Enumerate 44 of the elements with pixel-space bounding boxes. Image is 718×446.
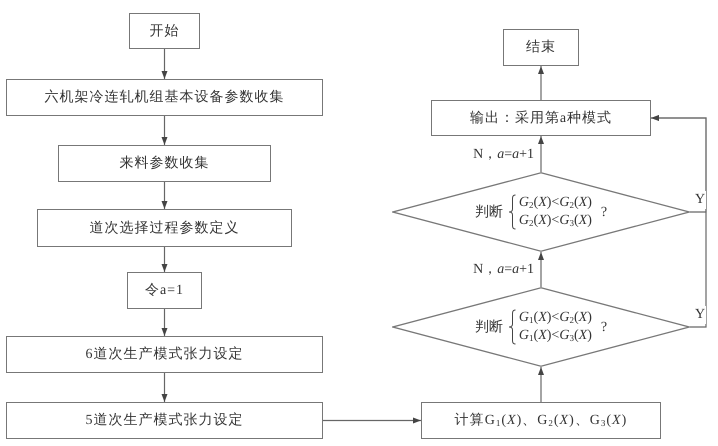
start-box (129, 13, 200, 49)
decision-label: 判断 (474, 318, 503, 336)
step-text: 六机架冷连轧机组基本设备参数收集 (44, 88, 284, 107)
step-text: 开始 (150, 22, 180, 40)
arrow (323, 418, 421, 424)
condition-formula: G$_{2}$(X)<G$_{2}$(X) (518, 194, 592, 212)
step-text: 6道次生产模式张力设定 (86, 345, 244, 364)
step-text: 输出：采用第a种模式 (470, 110, 612, 128)
condition-formula: G$_{2}$(X)<G$_{3}$(X) (518, 212, 592, 230)
decision-label: 判断 (474, 204, 503, 222)
arrow (538, 136, 544, 172)
arrow (162, 49, 168, 79)
condition-formula: G$_{1}$(X)<G$_{3}$(X) (518, 327, 592, 345)
arrow (162, 182, 168, 209)
step-text: 5道次生产模式张力设定 (86, 411, 244, 430)
edge-label: Y (694, 191, 706, 209)
process-box (37, 209, 292, 247)
edge-label: Y (694, 306, 706, 324)
arrow (162, 309, 168, 336)
process-box (6, 79, 323, 116)
arrow (538, 367, 544, 402)
arrow (162, 247, 168, 272)
decision-diamond (392, 172, 690, 252)
step-text: 来料参数收集 (120, 154, 210, 173)
arrow (162, 116, 168, 145)
step-text: 令a=1 (144, 282, 184, 300)
arrow (538, 252, 544, 287)
process-box (421, 402, 661, 439)
end-box (503, 29, 579, 66)
step-text: 计算G$_{1}$(X)、G$_{2}$(X)、G$_{3}$(X) (454, 412, 628, 430)
output-box (431, 100, 651, 136)
question-mark: ? (600, 204, 608, 222)
condition-formula: G$_{1}$(X)<G$_{2}$(X) (518, 309, 592, 327)
step-text: 结束 (526, 38, 556, 57)
process-box (6, 336, 323, 373)
process-box (6, 402, 323, 439)
arrow (651, 115, 707, 213)
process-box (127, 272, 202, 309)
arrow (162, 373, 168, 402)
process-box (58, 145, 271, 182)
step-text: 道次选择过程参数定义 (90, 219, 240, 238)
arrow (538, 66, 544, 100)
question-mark: ? (600, 318, 608, 336)
decision-diamond (392, 287, 690, 367)
